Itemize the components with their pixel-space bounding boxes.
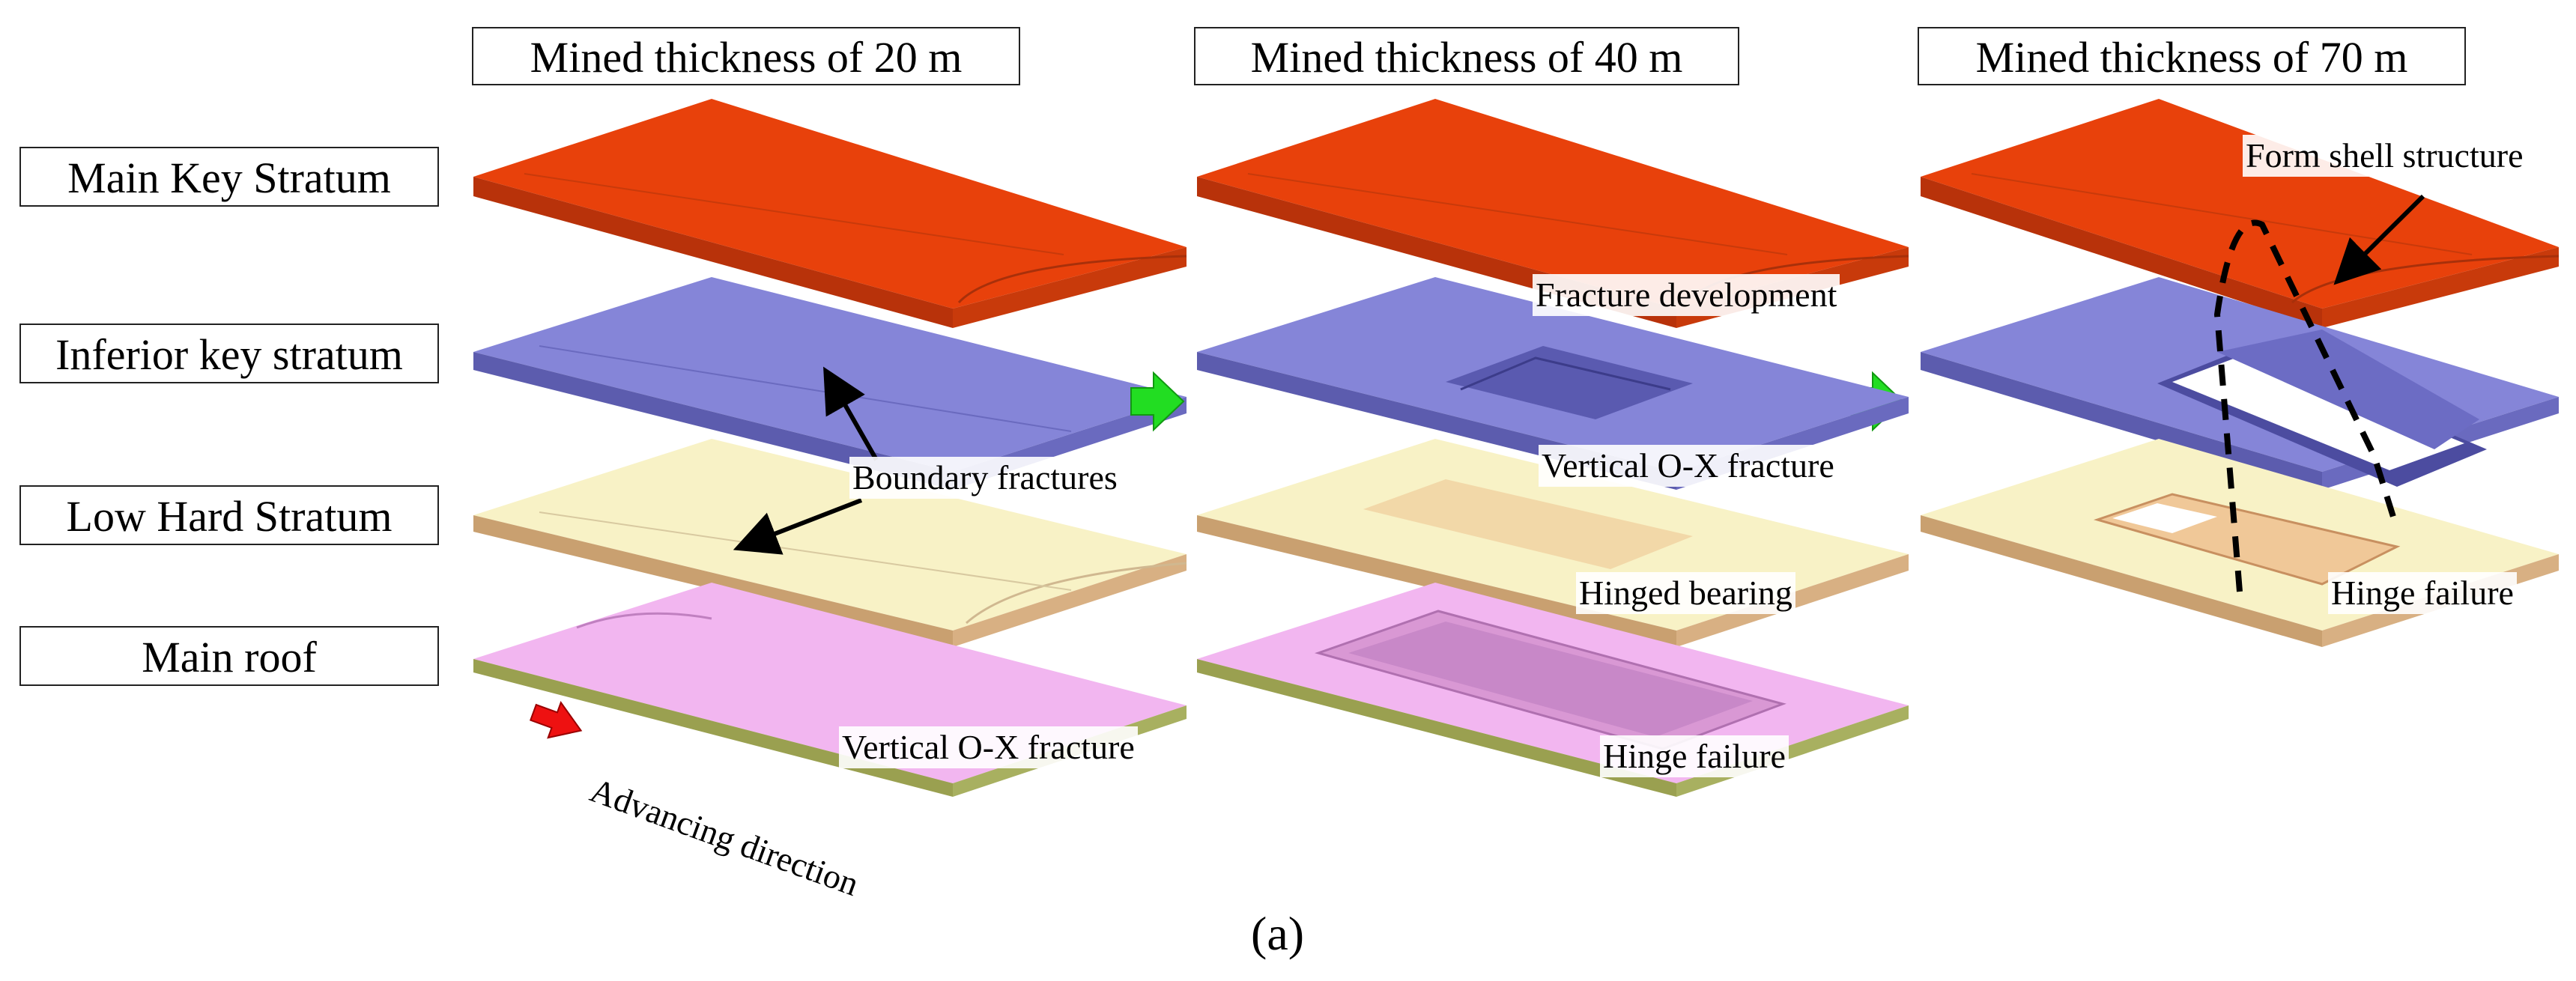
column-70m-slabs xyxy=(1921,99,2560,647)
slab-low-hard-70m xyxy=(1921,439,2559,647)
annotation-hinge-failure-70m: Hinge failure xyxy=(2328,572,2517,614)
slab-main-key-70m xyxy=(1921,99,2560,328)
progress-arrow-1 xyxy=(1130,371,1185,432)
figure-caption: (a) xyxy=(1251,907,1305,960)
shell-structure-arrow xyxy=(2333,194,2425,285)
layer-label-main-key-stratum: Main Key Stratum xyxy=(19,147,439,207)
annotation-vertical-ox-fracture-20m: Vertical O-X fracture xyxy=(839,726,1138,768)
slab-main-key-20m xyxy=(473,99,1187,328)
annotation-form-shell-structure: Form shell structure xyxy=(2243,135,2527,177)
boundary-fracture-arrow-upper xyxy=(823,366,879,461)
column-20m-slabs xyxy=(473,99,1187,797)
advancing-direction-arrow xyxy=(530,701,583,739)
annotation-hinge-failure-40m: Hinge failure xyxy=(1600,735,1789,777)
annotation-boundary-fractures: Boundary fractures xyxy=(849,457,1121,499)
column-title-20m: Mined thickness of 20 m xyxy=(472,27,1020,85)
annotation-vertical-ox-fracture-40m: Vertical O-X fracture xyxy=(1539,445,1837,487)
column-title-40m: Mined thickness of 40 m xyxy=(1194,27,1739,85)
annotation-fracture-development: Fracture development xyxy=(1533,274,1840,316)
slab-main-roof-40m xyxy=(1197,583,1909,797)
slab-inferior-key-70m xyxy=(1921,277,2559,490)
shell-structure-outline xyxy=(2213,219,2400,592)
layer-label-low-hard-stratum: Low Hard Stratum xyxy=(19,485,439,545)
layer-label-inferior-key-stratum: Inferior key stratum xyxy=(19,324,439,383)
annotation-hinged-bearing: Hinged bearing xyxy=(1576,572,1795,614)
boundary-fracture-arrow-lower xyxy=(733,498,863,555)
layer-label-main-roof: Main roof xyxy=(19,626,439,686)
column-title-70m: Mined thickness of 70 m xyxy=(1918,27,2466,85)
